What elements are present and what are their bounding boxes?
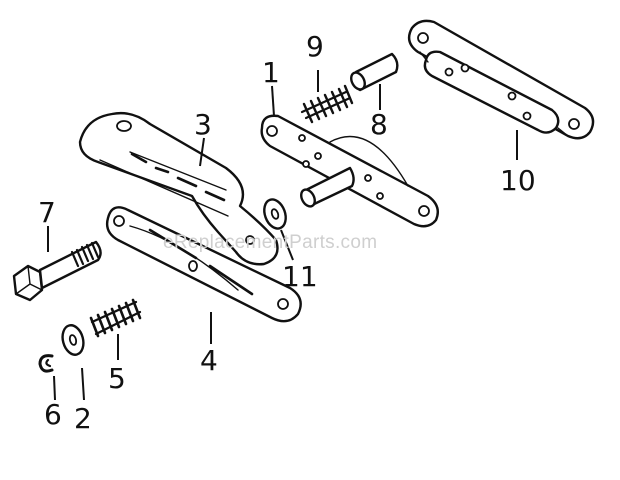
- part-3-bracket[interactable]: [78, 111, 279, 266]
- callout-9: 9: [306, 30, 324, 63]
- part-2-washer[interactable]: [59, 323, 86, 357]
- callout-labels: 1 2 3 4 5 6 7 8 9 10 11: [38, 30, 536, 435]
- callout-2: 2: [74, 402, 92, 435]
- part-10-plate[interactable]: [407, 19, 595, 140]
- watermark-text: eReplacementParts.com: [163, 232, 377, 253]
- callout-11: 11: [282, 260, 318, 293]
- leader-lines: [47, 70, 518, 401]
- part-7-bolt[interactable]: [12, 240, 102, 302]
- part-1-plate-with-shaft[interactable]: [260, 114, 439, 228]
- callout-5: 5: [108, 362, 126, 395]
- callout-4: 4: [200, 344, 218, 377]
- callout-6: 6: [44, 398, 62, 431]
- part-4-plate[interactable]: [105, 206, 302, 323]
- part-6-clip[interactable]: [38, 354, 54, 373]
- part-8-pin[interactable]: [348, 52, 399, 92]
- part-11-washer[interactable]: [260, 196, 289, 231]
- callout-3: 3: [194, 108, 212, 141]
- part-9-spring[interactable]: [300, 84, 354, 124]
- callout-1: 1: [262, 56, 280, 89]
- part-5-spring[interactable]: [89, 298, 142, 338]
- callout-10: 10: [500, 164, 536, 197]
- callout-8: 8: [370, 108, 388, 141]
- callout-7: 7: [38, 196, 56, 229]
